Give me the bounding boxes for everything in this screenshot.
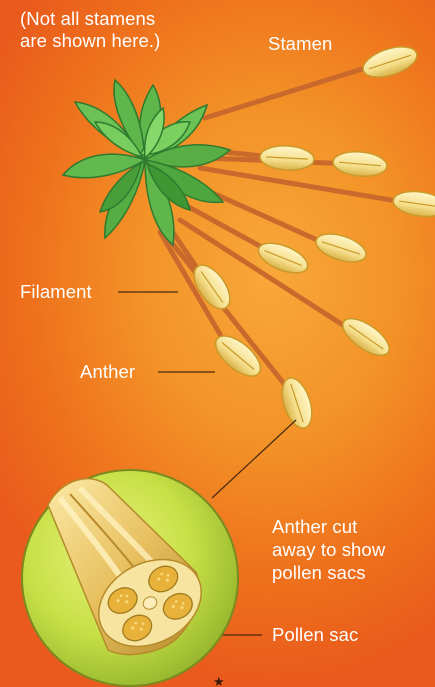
anther [332,150,388,179]
cutaway-inset [22,470,238,686]
note-label: (Not all stamens are shown here.) [20,8,160,52]
anther [359,41,420,83]
filament [205,64,378,118]
sepal-cluster [63,80,230,245]
anther [313,229,370,268]
stamen-label: Stamen [268,33,332,55]
cutaway-caption: Anther cut away to show pollen sacs [272,515,385,584]
filament [200,168,415,204]
anther [259,145,314,172]
anther [337,312,395,363]
inset-connector-line [212,420,296,498]
footer-star: ★ [213,675,225,687]
anther-label: Anther [80,361,135,383]
pollen-sac-label: Pollen sac [272,624,358,646]
anther [392,188,435,219]
filament-label: Filament [20,281,92,303]
anther [209,329,267,384]
